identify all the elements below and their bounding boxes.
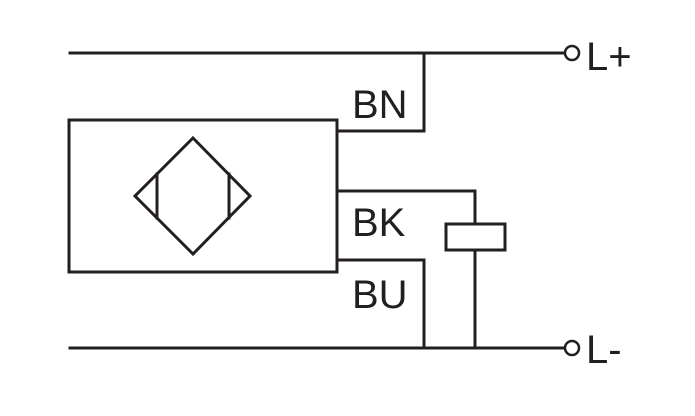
black-wire — [335, 189, 477, 226]
brown-wire-label: BN — [352, 83, 408, 127]
positive-terminal-icon — [563, 44, 581, 62]
blue-wire — [335, 258, 426, 350]
black-wire-label: BK — [352, 201, 406, 245]
negative-terminal-icon — [563, 339, 581, 357]
inductive-sensor-diamond-icon — [132, 135, 253, 257]
load-resistor-icon — [444, 222, 507, 252]
blue-wire-label: BU — [352, 273, 408, 317]
negative-terminal-label: L- — [586, 328, 622, 372]
positive-terminal-label: L+ — [586, 35, 632, 79]
sensor-body — [67, 118, 339, 274]
brown-wire — [335, 51, 426, 133]
